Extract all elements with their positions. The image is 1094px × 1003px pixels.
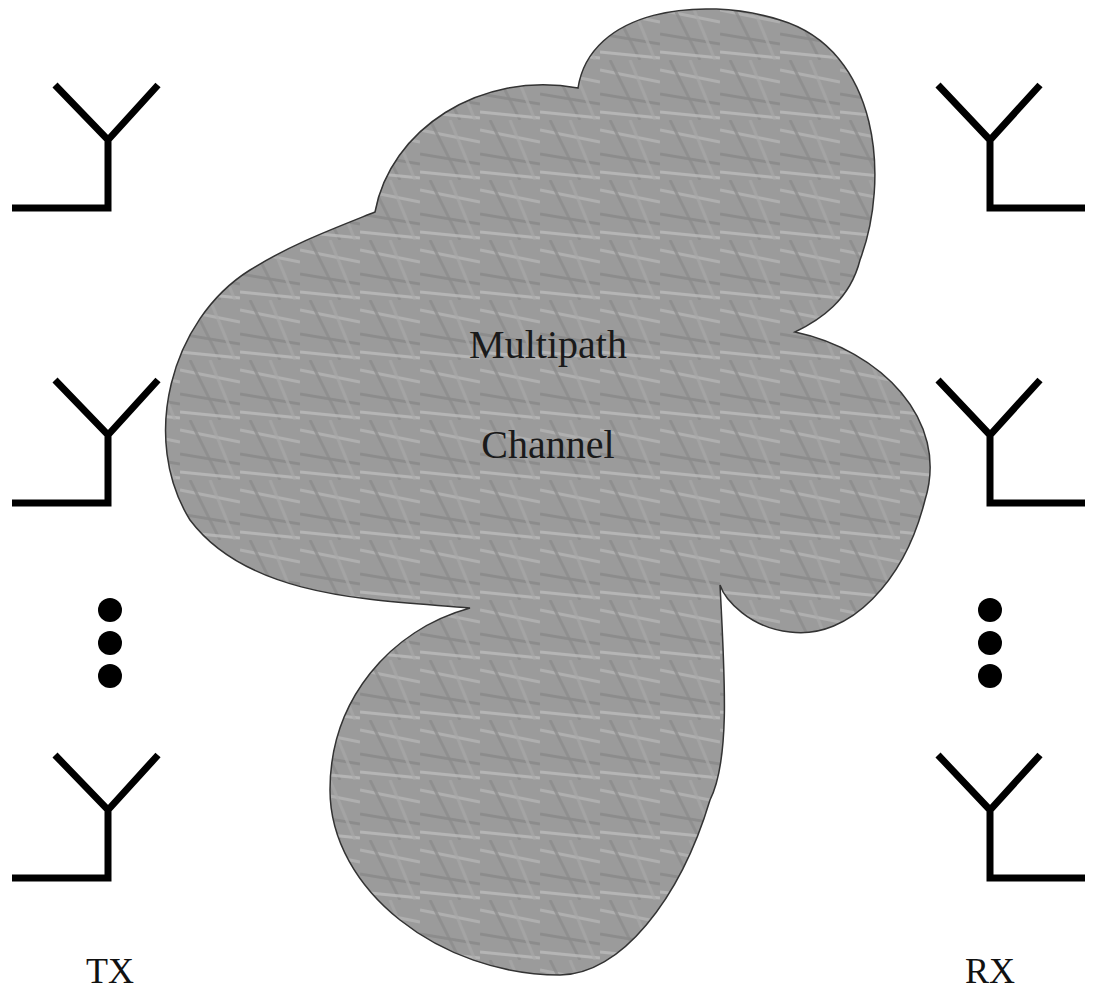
channel-label: Multipath Channel <box>423 295 673 495</box>
side-label: TX <box>86 950 134 992</box>
tx-antennas <box>12 85 158 878</box>
rx-antennas <box>938 85 1085 878</box>
channel-cloud: Multipath Channel <box>158 0 938 985</box>
side-label: RX <box>965 950 1015 992</box>
cloud-outline <box>158 0 938 985</box>
